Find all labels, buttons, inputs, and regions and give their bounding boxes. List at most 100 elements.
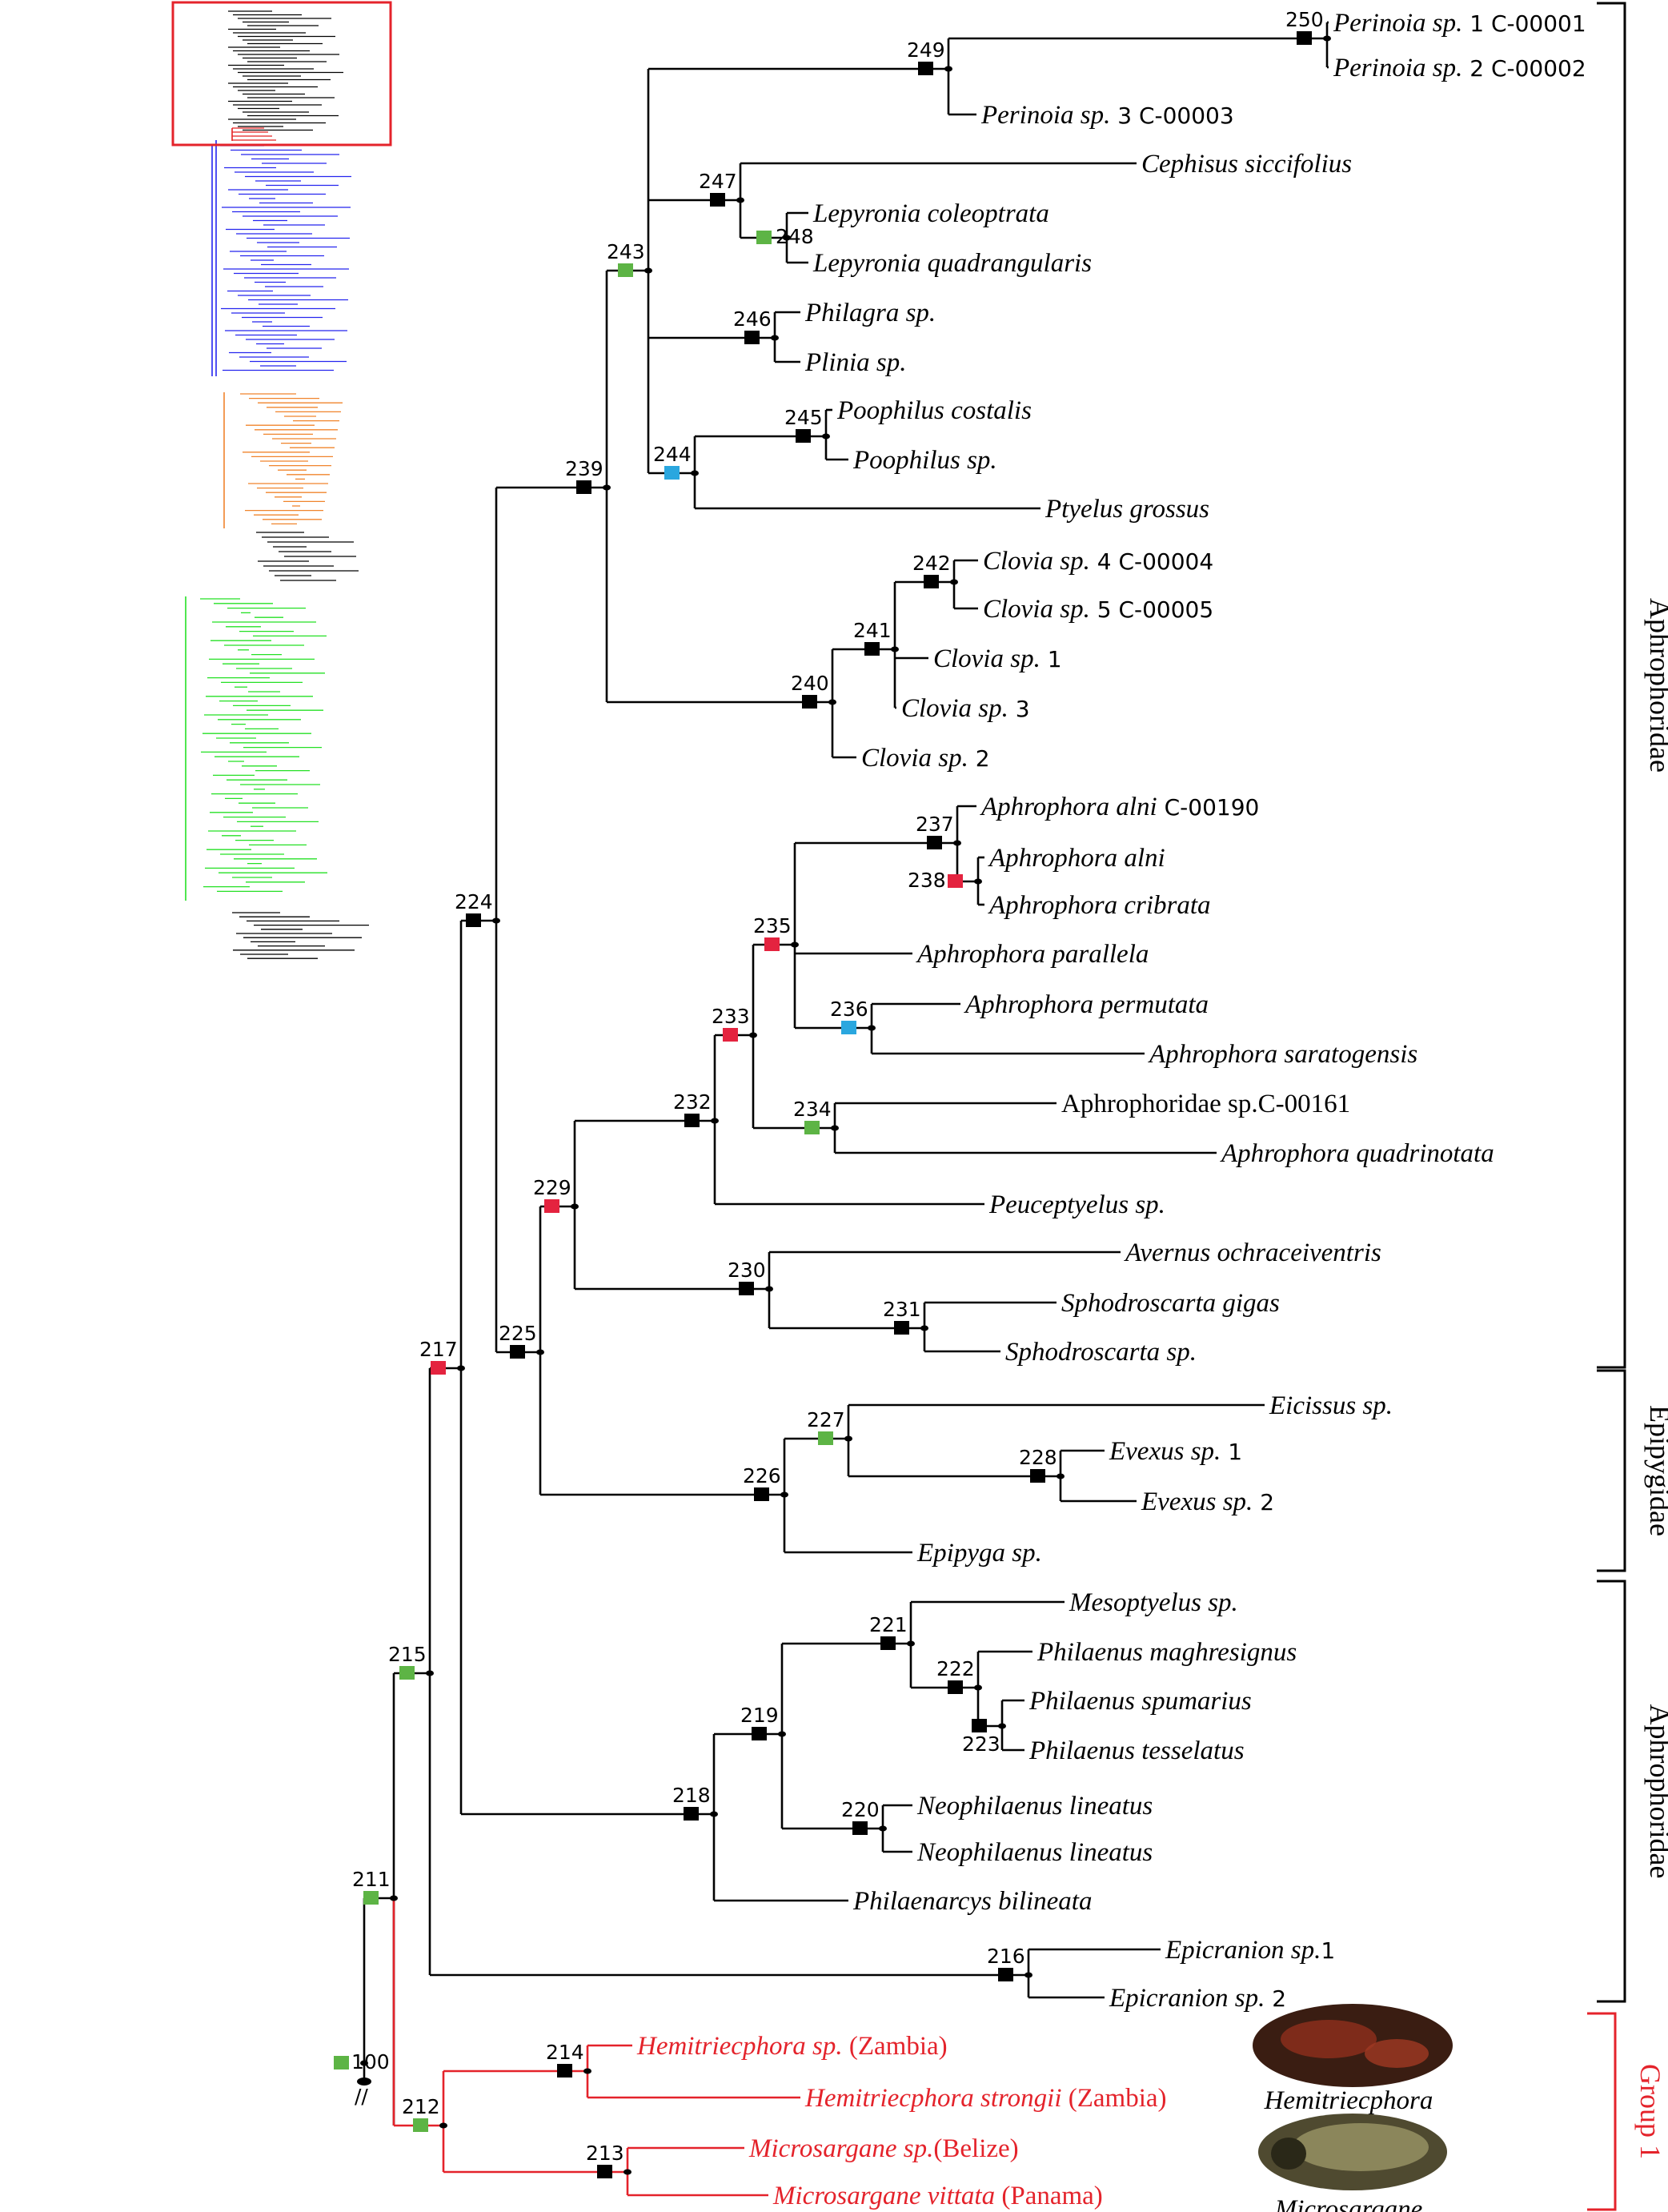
photo-micro (1258, 2114, 1447, 2190)
taxon-name: Philaenus maghresignus (1036, 1638, 1297, 1667)
node-dot (879, 1825, 887, 1832)
node-marker-216 (998, 1968, 1013, 1981)
node-marker-239 (576, 480, 591, 494)
tip-label-aph_161: Aphrophoridae sp.C-00161 (1061, 1090, 1350, 1118)
node-dot (944, 66, 952, 72)
taxon-suffix: (Zambia) (1062, 2084, 1167, 2113)
tip-label-hemi_sp: Hemitriecphora sp. (Zambia) (636, 2032, 948, 2061)
tip-label-avernus: Avernus ochraceiventris (1124, 1238, 1381, 1267)
node-number-236: 236 (830, 998, 868, 1021)
taxon-suffix: C-00190 (1157, 794, 1260, 821)
node-marker-218 (684, 1807, 699, 1821)
node-marker-215 (399, 1666, 415, 1680)
tip-label-phil_magh: Philaenus maghresignus (1036, 1638, 1297, 1667)
taxon-name: Hemitriecphora strongii (804, 2084, 1062, 2113)
node-dot (771, 335, 779, 341)
node-dot (920, 1325, 928, 1331)
node-number-215: 215 (388, 1643, 427, 1666)
taxon-suffix: 2 (1265, 1985, 1286, 2012)
node-number-214: 214 (546, 2041, 584, 2064)
taxon-name: Philaenus spumarius (1028, 1687, 1252, 1716)
taxon-name: Aphrophora cribrata (988, 891, 1211, 920)
photo-caption-micro: Microsargane (1274, 2195, 1423, 2212)
tip-label-neo2: Neophilaenus lineatus (916, 1838, 1153, 1867)
node-number-221: 221 (869, 1613, 908, 1636)
node-number-213: 213 (586, 2142, 624, 2165)
tip-label-epic1: Epicranion sp.1 (1165, 1936, 1335, 1965)
node-number-231: 231 (883, 1298, 921, 1321)
tip-label-sph_gigas: Sphodroscarta gigas (1061, 1289, 1280, 1318)
node-number-227: 227 (807, 1408, 845, 1431)
taxon-name: Clovia sp. (861, 744, 968, 773)
node-number-250: 250 (1285, 8, 1324, 31)
node-number-223: 223 (962, 1732, 1000, 1756)
node-dot (691, 470, 699, 476)
node-dot (1323, 35, 1331, 42)
tip-label-aph_perm: Aphrophora permutata (964, 990, 1209, 1019)
node-dot (644, 267, 652, 274)
tip-label-aph_par: Aphrophora parallela (916, 940, 1149, 969)
node-dot (791, 941, 799, 948)
taxon-suffix: 4 C-00004 (1090, 548, 1213, 575)
node-dot (891, 646, 899, 652)
taxon-name: Clovia sp. (983, 595, 1090, 624)
node-dot (439, 2122, 447, 2129)
node-marker-237 (927, 836, 942, 849)
clade-label-epipygidae: Epipygidae (1644, 1405, 1668, 1536)
taxon-name: Evexus sp. (1109, 1437, 1221, 1466)
tip-label-neo1: Neophilaenus lineatus (916, 1792, 1153, 1821)
taxon-name: Evexus sp. (1141, 1487, 1253, 1516)
node-number-245: 245 (784, 406, 823, 429)
node-dot (765, 1286, 773, 1292)
node-marker-249 (918, 62, 933, 75)
node-dot (1057, 1473, 1065, 1479)
node-marker-232 (684, 1114, 700, 1127)
tip-label-poo_sp: Poophilus sp. (852, 446, 997, 475)
photo-caption-hemi: Hemitriecphora (1264, 2086, 1433, 2115)
taxon-name: Sphodroscarta sp. (1005, 1338, 1197, 1367)
node-marker-240 (802, 695, 817, 709)
taxon-name: Clovia sp. (983, 547, 1090, 576)
taxon-name: Lepyronia coleoptrata (812, 199, 1049, 228)
node-number-222: 222 (936, 1657, 975, 1680)
taxon-name: Epipyga sp. (916, 1539, 1042, 1568)
node-number-246: 246 (733, 307, 772, 331)
clade-label-group1: Group 1 (1634, 2064, 1666, 2159)
node-marker-241 (864, 642, 880, 656)
node-number-216: 216 (987, 1945, 1025, 1968)
node-dot (749, 1032, 757, 1038)
node-marker-248 (756, 231, 772, 244)
node-number-217: 217 (419, 1338, 458, 1361)
clade-label-aphro_bottom: Aphrophoridae (1644, 1704, 1668, 1879)
node-dot (736, 197, 744, 203)
node-marker-233 (723, 1028, 738, 1042)
tip-label-clovia4: Clovia sp. 4 C-00004 (983, 547, 1213, 576)
taxon-suffix: Aphrophoridae sp.C-00161 (1061, 1090, 1350, 1118)
taxon-name: Aphrophora saratogensis (1148, 1040, 1417, 1069)
specimen-marking (1281, 2020, 1377, 2058)
node-markers: 1002112122132142152162172182192202212222… (334, 8, 1324, 2178)
taxon-suffix: 2 (1253, 1489, 1274, 1515)
tip-label-peucept: Peuceptyelus sp. (988, 1190, 1165, 1219)
node-number-211: 211 (352, 1868, 391, 1891)
tip-label-aph_alni190: Aphrophora alni C-00190 (980, 793, 1259, 821)
node-number-219: 219 (740, 1704, 779, 1727)
node-number-225: 225 (499, 1322, 537, 1345)
bracket-epipygidae (1597, 1369, 1626, 1572)
tip-label-mesopt: Mesoptyelus sp. (1069, 1588, 1238, 1617)
tip-label-poo_cost: Poophilus costalis (836, 396, 1032, 425)
node-marker-212 (413, 2118, 428, 2132)
taxon-suffix: 1 C-00001 (1462, 10, 1586, 37)
node-marker-219 (752, 1727, 767, 1740)
node-number-239: 239 (565, 457, 603, 480)
node-dot (571, 1203, 579, 1210)
taxon-name: Perinoia sp. (1333, 9, 1462, 38)
node-marker-228 (1030, 1469, 1045, 1483)
node-dot (974, 1684, 982, 1691)
tip-label-aph_quad: Aphrophora quadrinotata (1220, 1139, 1494, 1168)
node-number-229: 229 (533, 1176, 571, 1199)
tip-label-lep_quad: Lepyronia quadrangularis (812, 249, 1092, 278)
node-marker-225 (510, 1345, 525, 1359)
tip-label-aph_alni: Aphrophora alni (988, 844, 1165, 873)
